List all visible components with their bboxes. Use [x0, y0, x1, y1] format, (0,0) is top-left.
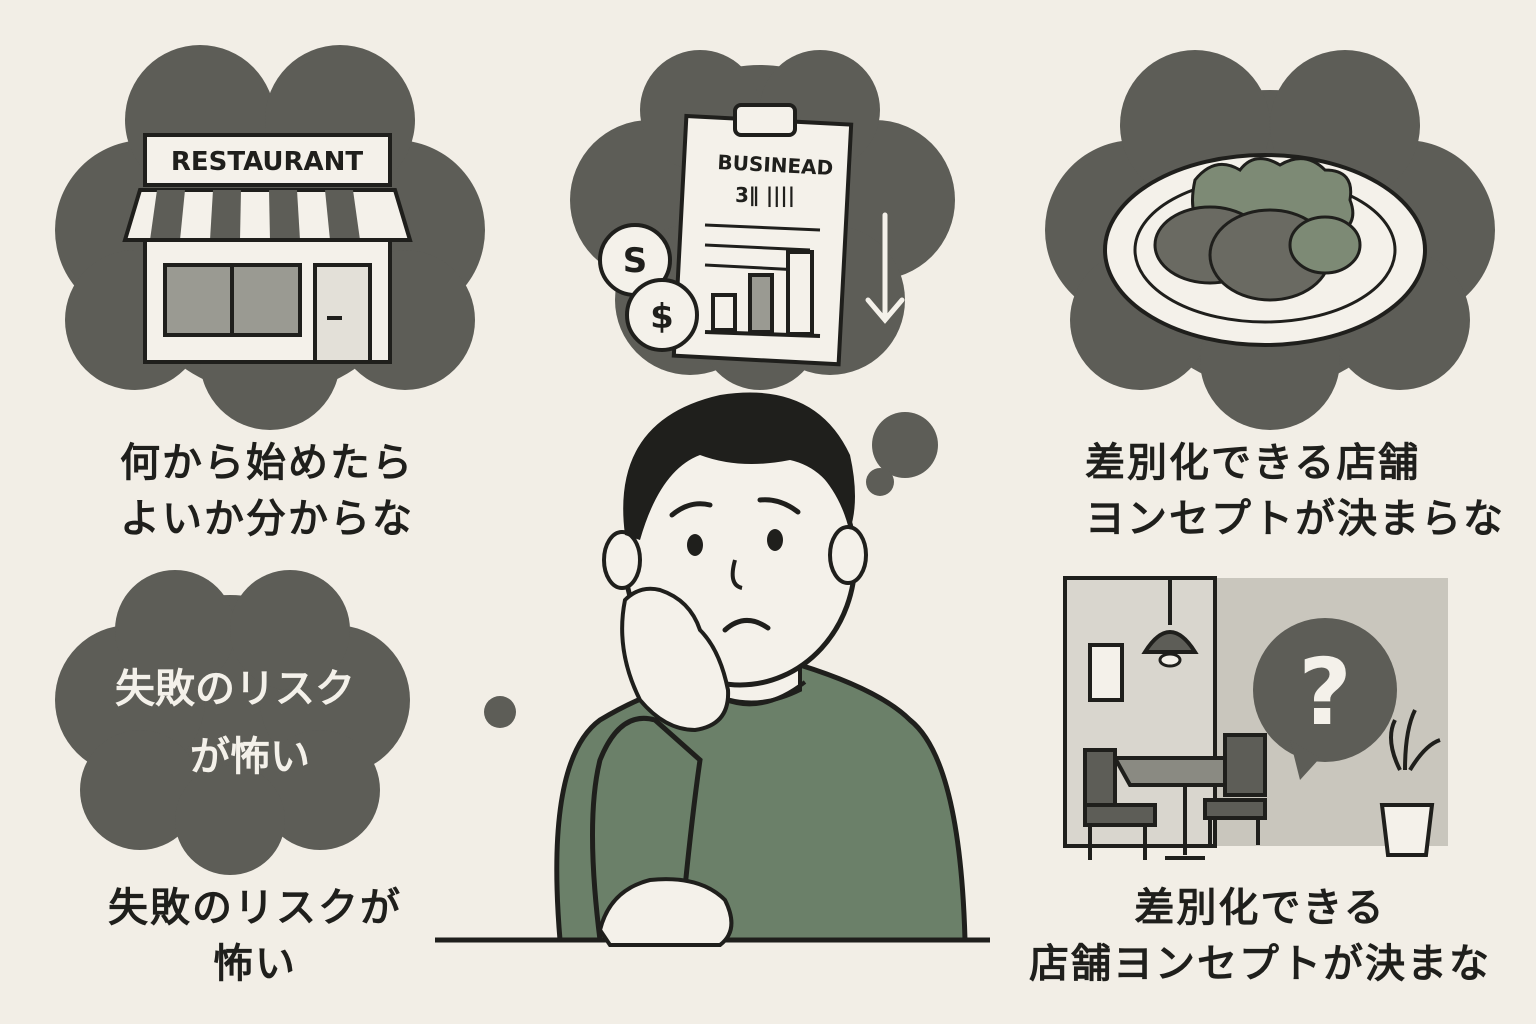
coin-symbol-s: S — [623, 241, 648, 281]
resting-hand — [597, 877, 734, 947]
risk-thought-bubble: 失敗のリスク が怖い — [55, 570, 516, 875]
coin-icon: S $ — [598, 223, 699, 352]
question-mark-icon: ? — [1253, 618, 1397, 780]
hand-on-cheek — [620, 586, 731, 733]
caption-bottom-right-line2: 店舗ヨンセプトが決まな — [1029, 941, 1491, 987]
caption-top-left-line1: 何から始めたら — [120, 440, 414, 486]
potted-plant-icon — [1379, 709, 1441, 857]
caption-top-left-line2: よいか分からな — [120, 496, 414, 542]
caption-bottom-left-line2: 怖い — [213, 941, 297, 987]
question-mark-symbol: ? — [1298, 639, 1351, 746]
caption-top-left: 何から始めたら よいか分からな — [120, 435, 414, 547]
caption-top-right-line2: ヨンセプトが決まらな — [1085, 496, 1505, 542]
caption-bottom-right: 差別化できる 店舗ヨンセプトが決まな — [1020, 880, 1500, 992]
table-and-chairs-icon — [1083, 733, 1267, 860]
down-arrow-icon — [865, 212, 905, 324]
caption-bottom-left: 失敗のリスクが 怖い — [105, 880, 405, 992]
plate-icon — [1103, 153, 1427, 347]
finance-thought-bubble: BUSINEAD 3∥ |||| S $ — [570, 50, 955, 390]
worried-man-illustration — [435, 392, 990, 947]
thought-dots — [866, 412, 938, 496]
coin-symbol-dollar: $ — [650, 297, 674, 337]
report-subtitle: 3∥ |||| — [735, 183, 795, 207]
caption-top-right: 差別化できる店舗 ヨンセプトが決まらな — [1085, 435, 1505, 547]
restaurant-storefront-icon: RESTAURANT — [122, 133, 413, 364]
hair — [623, 392, 855, 540]
business-report-icon: BUSINEAD 3∥ |||| S $ — [598, 103, 905, 367]
food-thought-bubble — [1045, 50, 1495, 430]
risk-bubble-line1: 失敗のリスク — [115, 666, 355, 712]
restaurant-thought-bubble: RESTAURANT — [55, 45, 485, 430]
risk-bubble-line2: が怖い — [190, 734, 310, 780]
caption-bottom-right-line1: 差別化できる — [1134, 885, 1386, 931]
caption-bottom-left-line1: 失敗のリスクが — [108, 885, 402, 931]
food-icon — [1153, 157, 1362, 302]
empty-dining-room-illustration: ? — [1063, 576, 1448, 860]
restaurant-sign-text: RESTAURANT — [171, 147, 364, 177]
pendant-lamp-icon — [1141, 578, 1199, 668]
caption-top-right-line1: 差別化できる店舗 — [1085, 440, 1421, 486]
